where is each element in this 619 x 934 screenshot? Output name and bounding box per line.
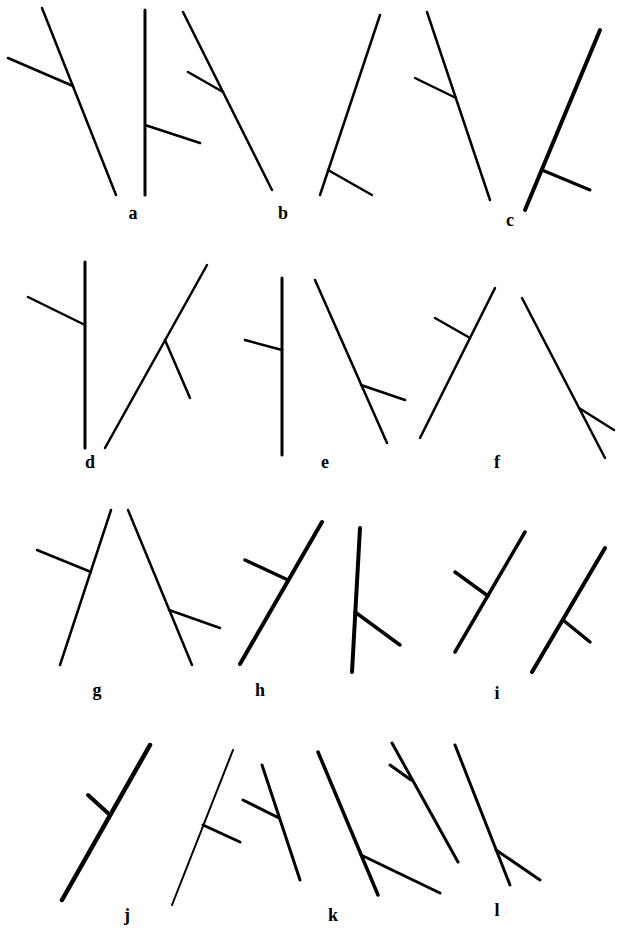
figure-letter: l: [494, 901, 499, 919]
figure-b: [183, 12, 380, 195]
figure-letter: i: [494, 684, 499, 702]
figure-letter: k: [328, 906, 338, 924]
figure-letter: b: [278, 204, 288, 222]
figure-e: [245, 278, 405, 455]
figure-letter: e: [321, 453, 329, 471]
figure-letter: f: [494, 453, 500, 471]
figure-h: [240, 522, 400, 672]
figure-letter: a: [129, 204, 138, 222]
figure-i: [455, 532, 605, 672]
figure-c: [415, 12, 600, 210]
figure-letter: d: [85, 453, 95, 471]
figure-l: [390, 743, 540, 885]
figure-letter: j: [124, 906, 130, 924]
figure-letter: h: [255, 681, 265, 699]
figure-j: [62, 745, 240, 905]
figure-g: [37, 510, 220, 665]
figure-letter: g: [93, 681, 102, 699]
figure-a: [8, 8, 200, 195]
figure-f: [420, 288, 614, 458]
figure-letter: c: [506, 211, 514, 229]
figure-d: [28, 262, 207, 448]
